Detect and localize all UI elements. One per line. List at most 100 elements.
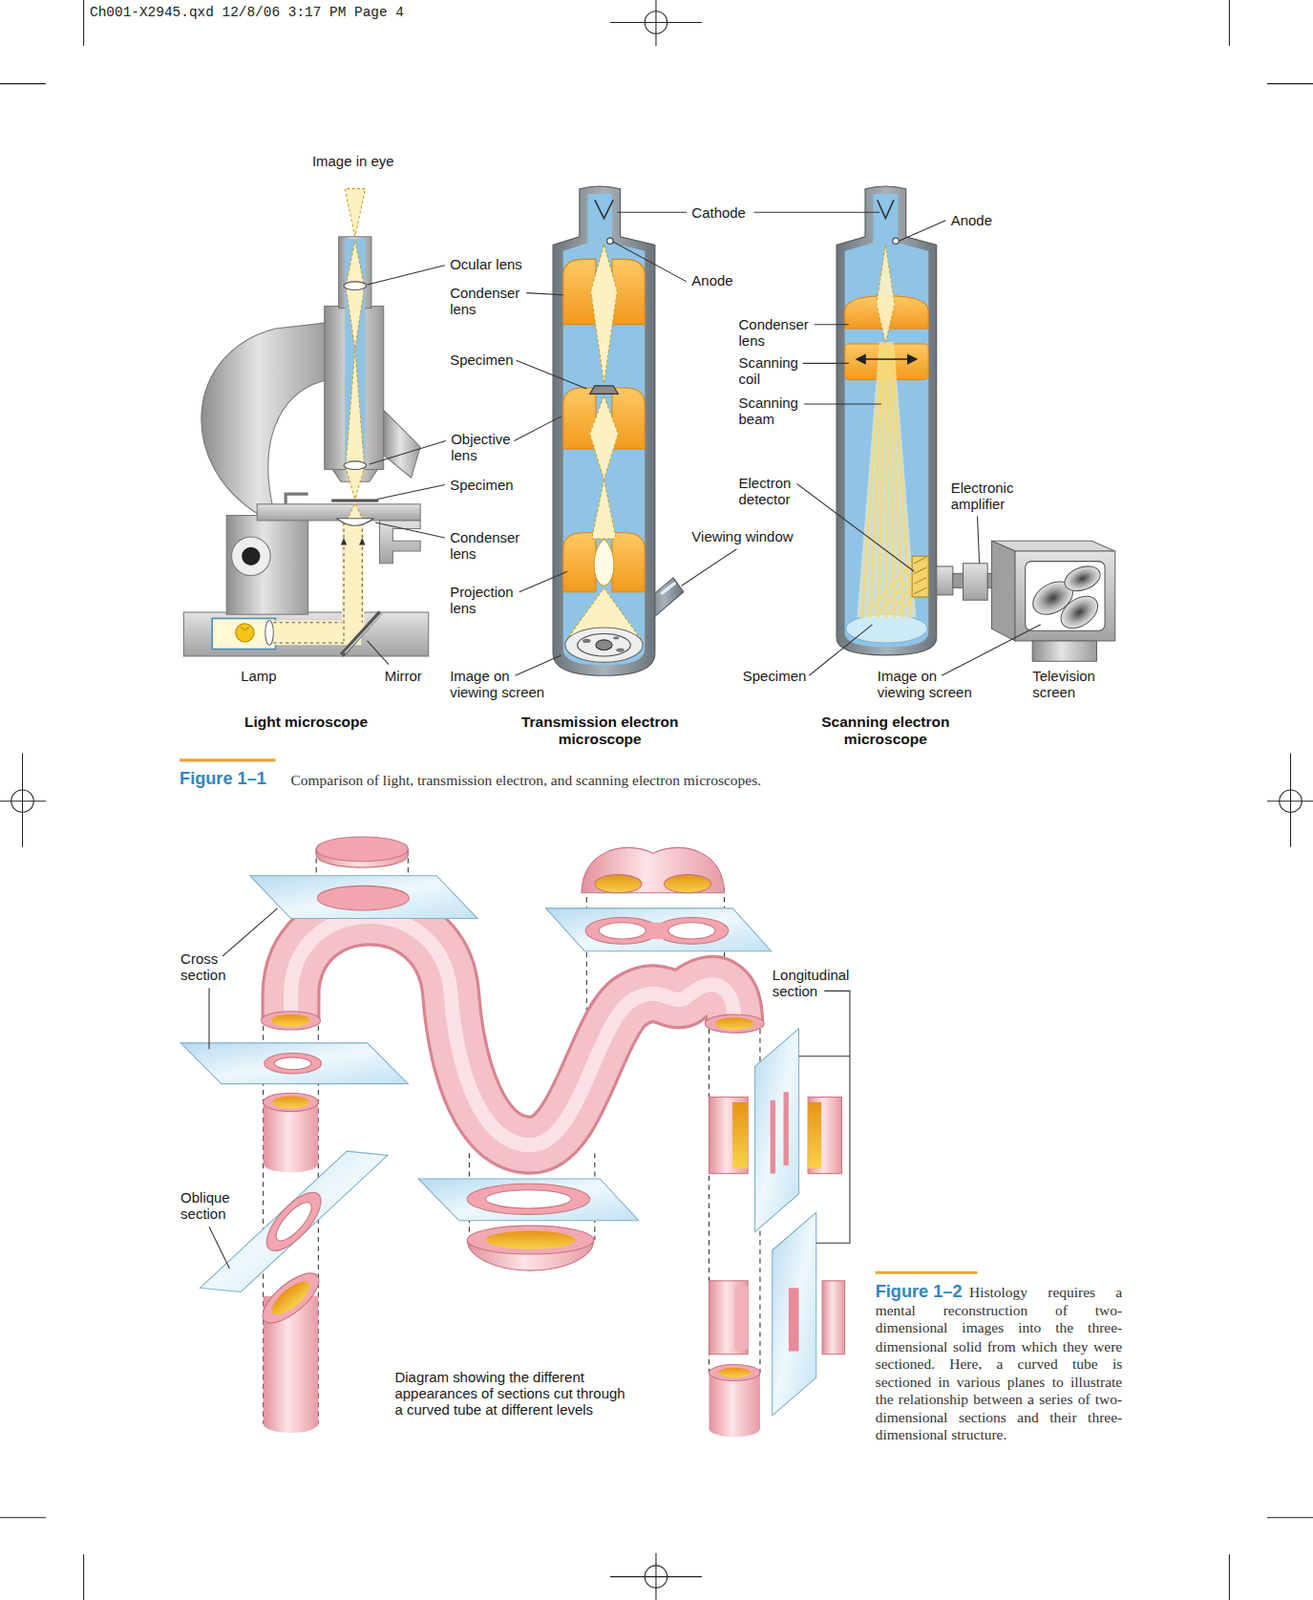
- leader-line: [898, 220, 946, 241]
- oblique-section: [254, 1264, 327, 1332]
- light-microscope: [240, 626, 250, 630]
- part-label: Condenser lens: [449, 529, 530, 562]
- light-microscope: [337, 518, 374, 526]
- scanning-electron-microscope: [878, 344, 885, 617]
- cross-section: [466, 1183, 590, 1214]
- cross-section: [486, 1189, 572, 1208]
- longitudinal-section: [770, 1100, 776, 1174]
- leader-line: [367, 640, 389, 665]
- part-label: Condenser lens: [739, 316, 819, 349]
- longitudinal-section: [718, 1367, 751, 1378]
- transmission-electron-microscope: [612, 532, 645, 593]
- longitudinal-section: [709, 1097, 749, 1174]
- crop-marks: [1228, 1553, 1230, 1600]
- part-label: Ocular lens: [449, 255, 523, 273]
- leader-line: [377, 484, 445, 499]
- leader-line: [513, 416, 561, 442]
- cross-section: [668, 922, 716, 939]
- transmission-electron-microscope: [565, 627, 643, 662]
- part-label: Objective lens: [450, 430, 521, 464]
- cross-section: [546, 847, 772, 951]
- transmission-electron-microscope: [577, 633, 632, 657]
- leader-line: [367, 211, 1041, 676]
- transmission-electron-microscope: [593, 538, 615, 586]
- scanning-electron-microscope: [862, 344, 919, 617]
- scanning-electron-microscope: [845, 193, 930, 647]
- crop-marks: [1290, 752, 1292, 847]
- longitudinal-section: [772, 1211, 817, 1416]
- figure-caption: Comparison of light, transmission electr…: [290, 771, 762, 789]
- figure-number: Figure 1–2: [875, 1281, 963, 1302]
- cross-section: [180, 1042, 408, 1084]
- crop-marks: [1267, 800, 1313, 802]
- cross-section: [274, 1057, 311, 1070]
- transmission-electron-microscope: [590, 396, 619, 481]
- longitudinal-section: [709, 1363, 761, 1380]
- light-microscope: [241, 547, 260, 566]
- leader-line: [526, 293, 563, 296]
- cross-section: [250, 875, 478, 919]
- light-microscope: [344, 613, 382, 654]
- longitudinal-section: [732, 1101, 748, 1168]
- part-label: Mirror: [384, 667, 423, 684]
- light-microscope: [235, 623, 255, 642]
- scanning-electron-microscope: [913, 556, 927, 593]
- leader-line: [808, 624, 872, 676]
- leader-line: [816, 990, 850, 1243]
- figure-title: Light microscope: [204, 713, 409, 731]
- scanning-electron-microscope: [836, 186, 1116, 661]
- longitudinal-section: [709, 1028, 846, 1437]
- scanning-electron-microscope: [856, 355, 916, 364]
- light-microscope: [345, 348, 364, 465]
- leader-line: [804, 403, 882, 405]
- part-label: Television screen: [1032, 667, 1106, 700]
- scanning-electron-microscope: [892, 237, 899, 244]
- curved-tube: [715, 1016, 755, 1030]
- light-microscope: [183, 189, 428, 657]
- leader-line: [222, 908, 278, 956]
- oblique-section: [257, 1184, 330, 1260]
- transmission-electron-microscope: [552, 186, 684, 676]
- transmission-electron-microscope: [592, 479, 617, 539]
- crop-marks: [83, 1553, 85, 1600]
- cross-section: [664, 874, 712, 893]
- scanning-electron-microscope: [836, 186, 937, 656]
- crop-marks: [1267, 1516, 1313, 1518]
- crop-marks: [655, 0, 657, 46]
- leader-line: [799, 1055, 850, 1057]
- leader-line: [515, 655, 562, 676]
- scanning-electron-microscope: [908, 355, 917, 364]
- part-label: Cathode: [691, 204, 746, 221]
- part-label: Projection lens: [449, 583, 524, 616]
- leader-line: [613, 241, 687, 282]
- cross-section: [598, 922, 646, 939]
- scanning-electron-microscope: [876, 244, 895, 343]
- transmission-electron-microscope: [563, 387, 596, 449]
- light-microscope: [383, 409, 421, 478]
- light-microscope: [361, 522, 363, 623]
- light-microscope: [341, 522, 365, 636]
- longitudinal-section: [783, 1091, 789, 1165]
- transmission-electron-microscope: [552, 186, 656, 676]
- leader-line: [209, 908, 850, 1269]
- part-label: Scanning beam: [739, 394, 807, 427]
- part-label: Condenser lens: [449, 284, 530, 318]
- longitudinal-section: [807, 1101, 822, 1168]
- transmission-electron-microscope: [612, 387, 645, 449]
- cross-section: [594, 874, 642, 893]
- section-guide: [263, 848, 761, 1423]
- light-microscope: [344, 238, 365, 468]
- light-microscope: [343, 461, 367, 470]
- section-label: Cross section: [180, 950, 237, 983]
- light-microscope: [340, 537, 366, 545]
- longitudinal-section: [734, 1285, 748, 1349]
- part-label: Image on viewing screen: [449, 667, 552, 700]
- light-microscope: [201, 322, 329, 516]
- part-label: Anode: [691, 272, 733, 289]
- cross-section: [418, 1178, 639, 1271]
- light-microscope: [183, 612, 428, 657]
- figure-title: Transmission electron microscope: [509, 713, 690, 748]
- figure-caption: Histology requires a mental reconstructi…: [875, 1283, 1123, 1444]
